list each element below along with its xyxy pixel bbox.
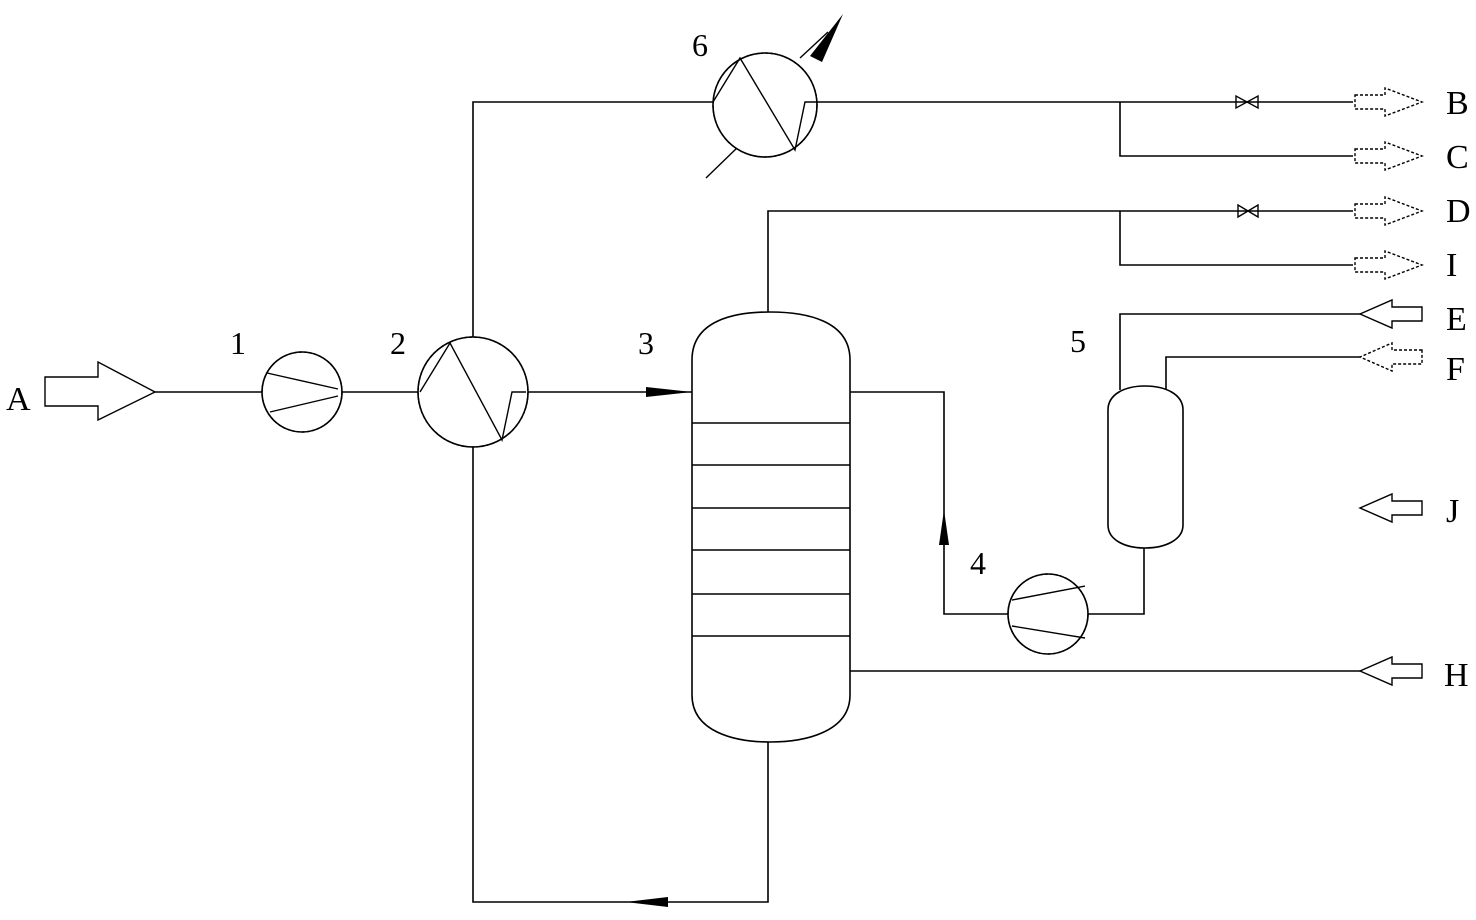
feed-arrow-A-icon bbox=[44, 360, 157, 422]
flow-arrow-bottom-return bbox=[626, 897, 668, 907]
pipe-pump4-to-drum5 bbox=[1088, 546, 1145, 615]
heat-exchanger-6-utility-in bbox=[705, 144, 741, 179]
outlet-arrow-C-icon bbox=[1354, 140, 1424, 172]
drum-5 bbox=[1107, 385, 1184, 549]
heat-exchanger-2-zigzag bbox=[419, 341, 526, 443]
label-A: A bbox=[6, 381, 31, 418]
label-B: B bbox=[1446, 85, 1469, 122]
label-C: C bbox=[1446, 139, 1469, 176]
heat-exchanger-6-utility-arrow-icon bbox=[810, 14, 843, 62]
equipment-number-4: 4 bbox=[970, 545, 986, 581]
heat-exchanger-6-utility-out bbox=[799, 31, 829, 59]
valve-B-icon bbox=[1235, 94, 1259, 110]
pipe-column-top bbox=[767, 210, 1120, 312]
column-3-shell bbox=[691, 311, 851, 743]
pipe-to-I bbox=[1119, 211, 1353, 266]
label-H: H bbox=[1444, 657, 1469, 694]
pump-4-blade-upper bbox=[1011, 585, 1086, 601]
outlet-arrows bbox=[1354, 86, 1424, 281]
flow-arrow-into-column bbox=[646, 387, 692, 397]
pump-1-casing bbox=[261, 351, 343, 433]
pump-4-casing bbox=[1007, 573, 1089, 655]
heat-exchanger-6 bbox=[705, 14, 843, 179]
heat-exchanger-6-shell bbox=[712, 52, 818, 158]
inlet-arrow-H-icon bbox=[1358, 655, 1423, 687]
inlet-arrow-F-icon bbox=[1358, 341, 1423, 373]
equipment-numbers: 1 2 3 4 5 6 bbox=[230, 27, 1086, 581]
pipe-E-to-drum5 bbox=[1119, 313, 1360, 390]
inlet-arrows bbox=[1358, 298, 1423, 687]
heat-exchanger-6-zigzag bbox=[712, 56, 818, 152]
outlet-arrow-I-icon bbox=[1354, 249, 1424, 281]
equipment-number-1: 1 bbox=[230, 325, 246, 361]
inlet-arrow-E-icon bbox=[1358, 298, 1423, 330]
heat-exchanger-2-shell bbox=[417, 336, 529, 448]
label-D: D bbox=[1446, 193, 1471, 230]
outlet-arrow-B-icon bbox=[1354, 86, 1424, 118]
pump-4 bbox=[1007, 573, 1089, 655]
equipment-number-3: 3 bbox=[638, 325, 654, 361]
valve-D bbox=[1237, 203, 1259, 219]
inlet-arrow-J-icon bbox=[1358, 492, 1423, 524]
pipe-to-C bbox=[1119, 102, 1353, 157]
pipe-F-to-drum5 bbox=[1165, 356, 1360, 390]
pump-4-blade-lower bbox=[1011, 625, 1086, 639]
flow-arrows bbox=[626, 387, 949, 907]
outlet-arrow-D-icon bbox=[1354, 195, 1424, 227]
valve-B bbox=[1235, 94, 1259, 110]
pipe-column-bottom-return bbox=[472, 447, 769, 903]
pipe-column-side-to-pump4 bbox=[850, 391, 1008, 615]
drum-5-shell bbox=[1107, 385, 1184, 549]
pipe-hx2-to-hx6 bbox=[472, 101, 713, 337]
valve-D-icon bbox=[1237, 203, 1259, 219]
label-J: J bbox=[1446, 493, 1459, 530]
pump-1-blade-lower bbox=[269, 395, 339, 413]
flow-arrow-side-draw bbox=[939, 510, 949, 545]
label-E: E bbox=[1446, 301, 1467, 338]
pump-1-blade-upper bbox=[266, 372, 339, 390]
equipment-number-2: 2 bbox=[390, 325, 406, 361]
label-I: I bbox=[1446, 247, 1457, 284]
stream-labels: A B C D I E F J H bbox=[6, 85, 1471, 694]
equipment-number-5: 5 bbox=[1070, 323, 1086, 359]
pump-1 bbox=[261, 351, 343, 433]
column-3 bbox=[691, 311, 851, 743]
heat-exchanger-2 bbox=[417, 336, 529, 448]
label-F: F bbox=[1446, 351, 1465, 388]
equipment-number-6: 6 bbox=[692, 27, 708, 63]
